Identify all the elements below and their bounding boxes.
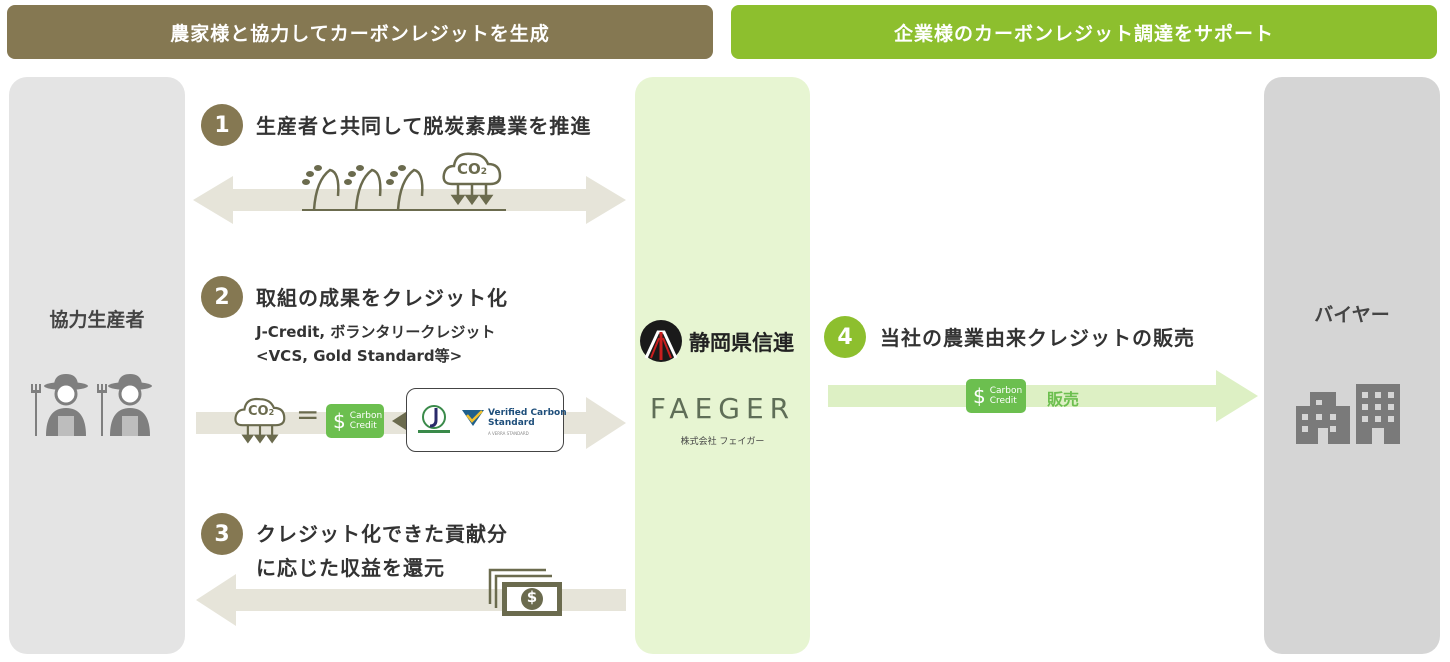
step-1-title: 生産者と共同して脱炭素農業を推進 [256,114,592,138]
vcs-check-icon [462,410,484,426]
producer-column [9,77,185,654]
left-arrow-step3 [196,574,626,626]
step-3-title-line2: に応じた収益を還元 [256,556,445,580]
step-1-badge: 1 [201,104,243,146]
money-symbol: $ [526,588,538,606]
center-column [635,77,810,654]
step-4-badge: 4 [824,316,866,358]
faeger-logo: FAEGER [649,392,796,425]
co2-cloud-icon [234,397,286,444]
j-credit-logo-icon [418,405,450,433]
buildings-icon [1296,384,1400,444]
sale-label: 販売 [1047,390,1080,409]
buyer-column [1264,77,1440,654]
step-2-sub1: J-Credit, ボランタリークレジット [256,323,496,341]
step-2-sub2: <VCS, Gold Standard等> [256,347,463,365]
producer-label: 協力生産者 [49,309,145,331]
step-4-title: 当社の農業由来クレジットの販売 [880,326,1195,350]
buyer-label: バイヤー [1314,304,1390,326]
co2-cloud-icon [442,152,502,206]
certification-box [406,388,564,452]
money-icon [488,568,562,616]
right-arrow-step4 [828,370,1258,422]
step-3-title-line1: クレジット化できた貢献分 [256,522,508,546]
faeger-subtitle: 株式会社 フェイガー [680,437,765,447]
equals-sign: = [296,398,320,431]
double-arrow [193,176,626,224]
step-2-title: 取組の成果をクレジット化 [256,286,508,310]
shizuoka-shinren-name: 静岡県信連 [689,331,794,355]
step-3-badge: 3 [201,513,243,555]
co2-label-2: CO2 [248,404,275,419]
step-2-badge: 2 [201,276,243,318]
header-left: 農家様と協力してカーボンレジットを生成 [7,5,713,59]
rice-plant-icon [302,165,506,211]
header-right: 企業様のカーボンレジット調達をサポート [731,5,1437,59]
left-pointer-icon [392,412,406,430]
farmers-icon [31,374,152,436]
shizuoka-logo-icon [640,320,682,362]
co2-label-1: CO2 [457,160,488,178]
